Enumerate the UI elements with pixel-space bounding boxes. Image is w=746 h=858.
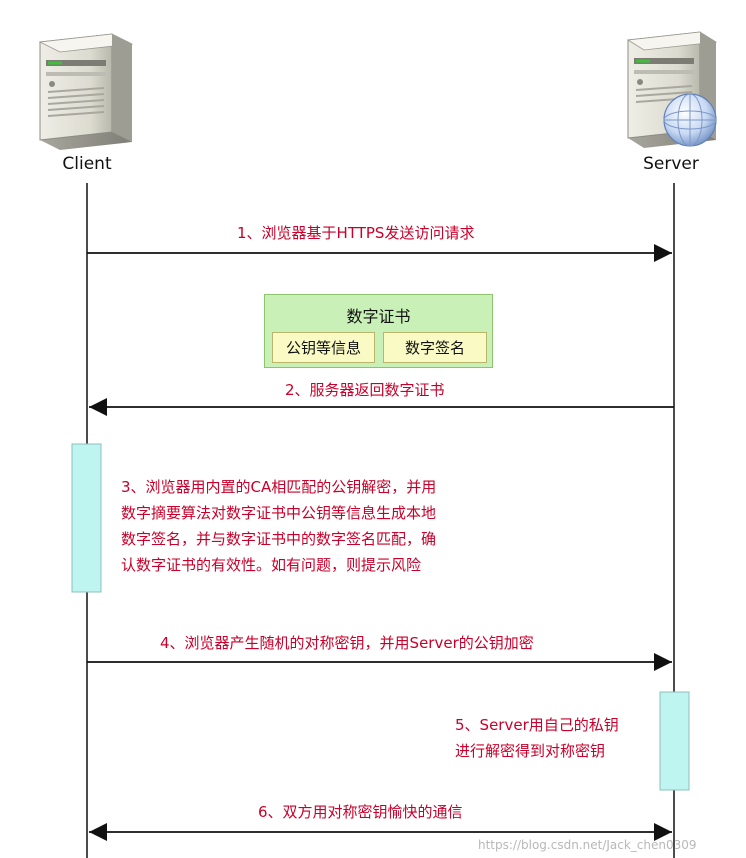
note-line: 认数字证书的有效性。如有问题，则提示风险	[121, 556, 422, 574]
note-line: 数字签名，并与数字证书中的数字签名匹配，确	[121, 530, 437, 548]
certificate-title: 数字证书	[346, 307, 411, 326]
certificate-field-public-key: 公钥等信息	[272, 332, 375, 363]
globe-icon	[663, 93, 717, 147]
client-activation-box	[71, 443, 102, 593]
certificate-field-signature: 数字签名	[383, 332, 487, 363]
note-line: 进行解密得到对称密钥	[455, 742, 606, 760]
server-activation-box	[659, 691, 690, 791]
note-line: 数字摘要算法对数字证书中公钥等信息生成本地	[121, 504, 437, 522]
certificate-box: 数字证书 公钥等信息 数字签名	[264, 294, 493, 368]
client-server-icon	[38, 33, 134, 150]
message-6-label: 6、双方用对称密钥愉快的通信	[258, 803, 463, 821]
client-step3-note: 3、浏览器用内置的CA相匹配的公钥解密，并用 数字摘要算法对数字证书中公钥等信息…	[121, 474, 436, 578]
server-step5-note: 5、Server用自己的私钥 进行解密得到对称密钥	[455, 712, 619, 764]
server-actor-label: Server	[643, 154, 699, 174]
note-line: 3、浏览器用内置的CA相匹配的公钥解密，并用	[121, 478, 437, 496]
web-server-icon	[626, 31, 718, 148]
watermark: https://blog.csdn.net/Jack_chen0309	[478, 838, 697, 852]
message-2-label: 2、服务器返回数字证书	[285, 381, 445, 399]
note-line: 5、Server用自己的私钥	[455, 716, 619, 734]
message-4-label: 4、浏览器产生随机的对称密钥，并用Server的公钥加密	[160, 634, 534, 652]
message-1-label: 1、浏览器基于HTTPS发送访问请求	[237, 224, 475, 242]
client-actor-label: Client	[62, 154, 112, 174]
